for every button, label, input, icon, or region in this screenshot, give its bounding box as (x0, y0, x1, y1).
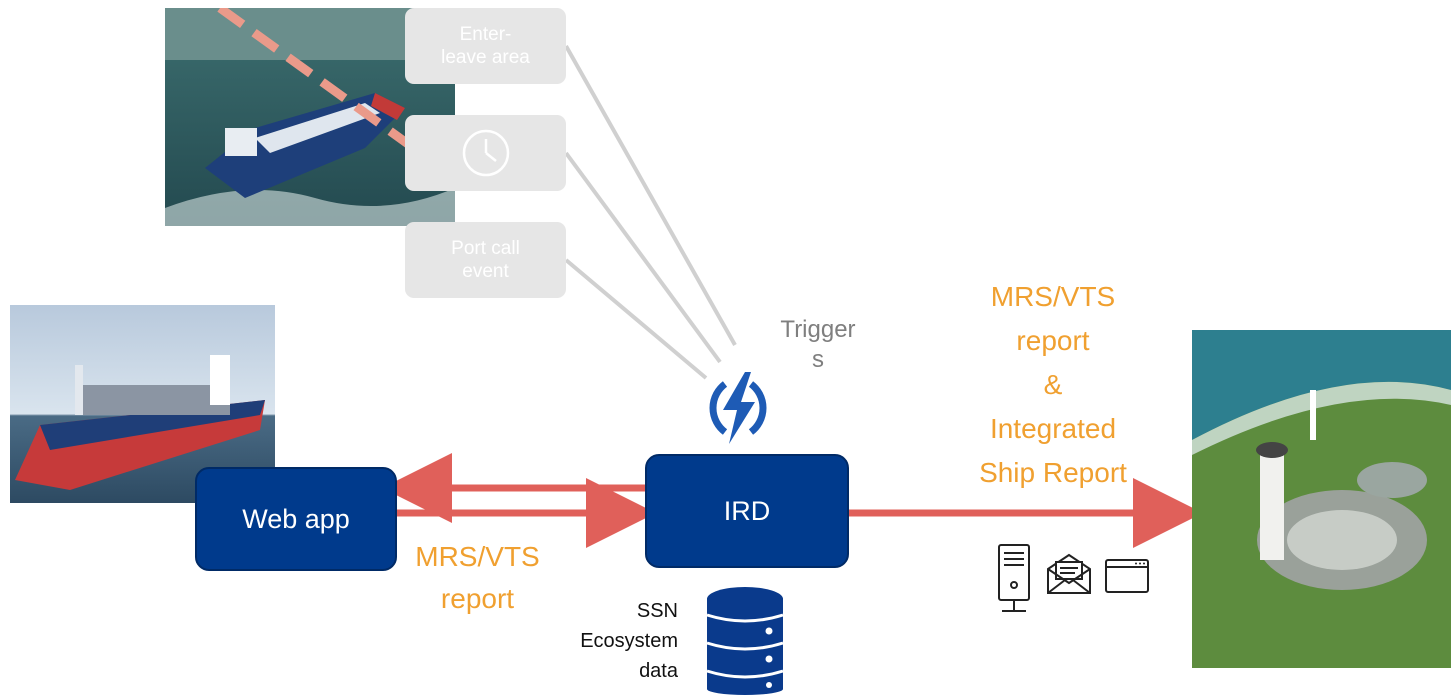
email-icon (1047, 553, 1091, 594)
lighthouse-authority-photo (1192, 330, 1451, 668)
ird-label: IRD (723, 495, 771, 526)
trigger-port-call-event: Port call event (405, 222, 566, 298)
database-icon (706, 587, 784, 695)
trigger-enter-leave-area: Enter- leave area (405, 8, 566, 84)
connector-time (564, 151, 722, 364)
triggers-label: Trigger s (780, 316, 856, 373)
web-app-node: Web app (195, 467, 397, 571)
mrs-vts-integrated-report-label: MRS/VTS report & Integrated Ship Report (979, 281, 1127, 488)
trigger-time (405, 115, 566, 191)
trigger-port-call-label: Port call event (451, 238, 520, 282)
connector-enter-leave (564, 45, 737, 346)
server-icon (998, 544, 1030, 612)
connector-port-call (564, 258, 708, 380)
web-app-label: Web app (242, 503, 350, 534)
trigger-enter-leave-label: Enter- leave area (441, 24, 530, 68)
mrs-vts-report-label: MRS/VTS report (415, 541, 540, 614)
ssn-ecosystem-data-label: SSN Ecosystem data (580, 600, 678, 682)
ird-node: IRD (645, 454, 849, 568)
browser-window-icon (1105, 559, 1149, 593)
lightning-bolt-icon (709, 372, 767, 444)
clock-icon (462, 129, 509, 177)
